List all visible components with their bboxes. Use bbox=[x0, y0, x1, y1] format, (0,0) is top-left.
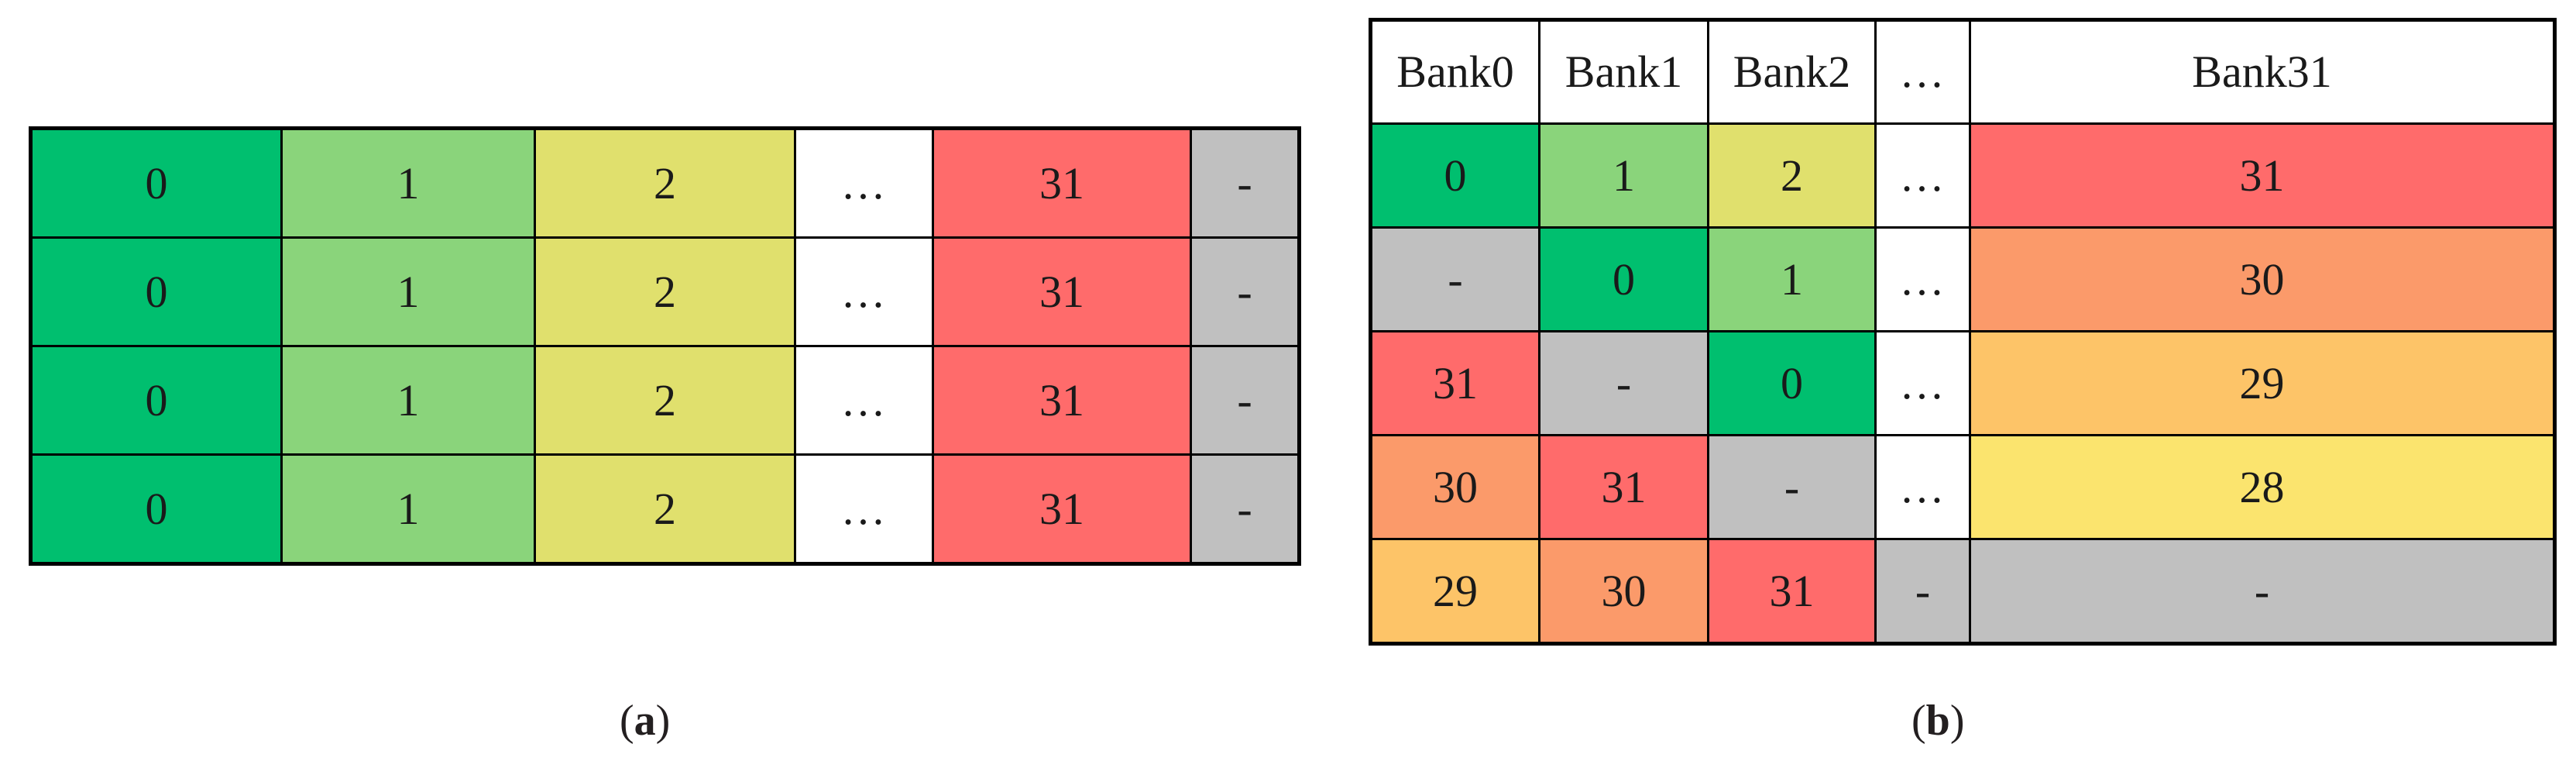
cell-r0-c0: 0 bbox=[1369, 122, 1540, 229]
cell-r2-c4: 29 bbox=[1969, 330, 2556, 436]
cell-r3-c4: 28 bbox=[1969, 434, 2556, 540]
cell-r3-c1: 31 bbox=[1538, 434, 1709, 540]
cell-r2-c5: - bbox=[1190, 345, 1300, 456]
column-header-1: Bank1 bbox=[1538, 19, 1709, 125]
cell-r0-c5: - bbox=[1190, 127, 1300, 239]
cell-r3-c5: - bbox=[1190, 453, 1300, 565]
cell-r1-c3: … bbox=[794, 236, 934, 347]
caption-a: (a) bbox=[620, 696, 670, 746]
column-header-2: Bank2 bbox=[1707, 19, 1877, 125]
cell-r0-c1: 1 bbox=[1538, 122, 1709, 229]
cell-r0-c1: 1 bbox=[280, 127, 536, 239]
cell-r1-c0: 0 bbox=[29, 236, 283, 347]
cell-r1-c4: 30 bbox=[1969, 226, 2556, 332]
cell-r0-c2: 2 bbox=[534, 127, 796, 239]
cell-r3-c3: … bbox=[1874, 434, 1971, 540]
cell-r4-c0: 29 bbox=[1369, 538, 1540, 645]
caption-b-paren-close: ) bbox=[1949, 697, 1965, 745]
caption-b: (b) bbox=[1911, 696, 1964, 746]
cell-r1-c2: 1 bbox=[1707, 226, 1877, 332]
cell-r1-c4: 31 bbox=[932, 236, 1192, 347]
cell-r2-c0: 0 bbox=[29, 345, 283, 456]
column-header-4: Bank31 bbox=[1969, 19, 2556, 125]
cell-r1-c0: - bbox=[1369, 226, 1540, 332]
cell-r2-c1: 1 bbox=[280, 345, 536, 456]
caption-a-letter: a bbox=[634, 697, 656, 745]
cell-r0-c0: 0 bbox=[29, 127, 283, 239]
cell-r0-c3: … bbox=[794, 127, 934, 239]
cell-r4-c1: 30 bbox=[1538, 538, 1709, 645]
cell-r2-c4: 31 bbox=[932, 345, 1192, 456]
column-header-3: … bbox=[1874, 19, 1971, 125]
cell-r1-c2: 2 bbox=[534, 236, 796, 347]
cell-r3-c1: 1 bbox=[280, 453, 536, 565]
cell-r0-c4: 31 bbox=[1969, 122, 2556, 229]
cell-r2-c3: … bbox=[1874, 330, 1971, 436]
cell-r2-c3: … bbox=[794, 345, 934, 456]
cell-r2-c2: 2 bbox=[534, 345, 796, 456]
cell-r0-c2: 2 bbox=[1707, 122, 1877, 229]
cell-r3-c2: - bbox=[1707, 434, 1877, 540]
cell-r3-c4: 31 bbox=[932, 453, 1192, 565]
cell-r1-c5: - bbox=[1190, 236, 1300, 347]
cell-r4-c3: - bbox=[1874, 538, 1971, 645]
caption-b-paren-open: ( bbox=[1911, 697, 1926, 745]
caption-a-paren-open: ( bbox=[620, 697, 634, 745]
table-row: 31-0…29 bbox=[1369, 330, 2556, 436]
cell-r3-c2: 2 bbox=[534, 453, 796, 565]
caption-b-letter: b bbox=[1925, 697, 1950, 745]
cell-r1-c3: … bbox=[1874, 226, 1971, 332]
cell-r2-c2: 0 bbox=[1707, 330, 1877, 436]
cell-r1-c1: 1 bbox=[280, 236, 536, 347]
cell-r1-c1: 0 bbox=[1538, 226, 1709, 332]
cell-r0-c3: … bbox=[1874, 122, 1971, 229]
caption-a-paren-close: ) bbox=[655, 697, 671, 745]
cell-r2-c1: - bbox=[1538, 330, 1709, 436]
cell-r3-c0: 0 bbox=[29, 453, 283, 565]
cell-r2-c0: 31 bbox=[1369, 330, 1540, 436]
cell-r4-c4: - bbox=[1969, 538, 2556, 645]
column-header-0: Bank0 bbox=[1369, 19, 1540, 125]
cell-r3-c3: … bbox=[794, 453, 934, 565]
cell-r4-c2: 31 bbox=[1707, 538, 1877, 645]
cell-r0-c4: 31 bbox=[932, 127, 1192, 239]
cell-r3-c0: 30 bbox=[1369, 434, 1540, 540]
